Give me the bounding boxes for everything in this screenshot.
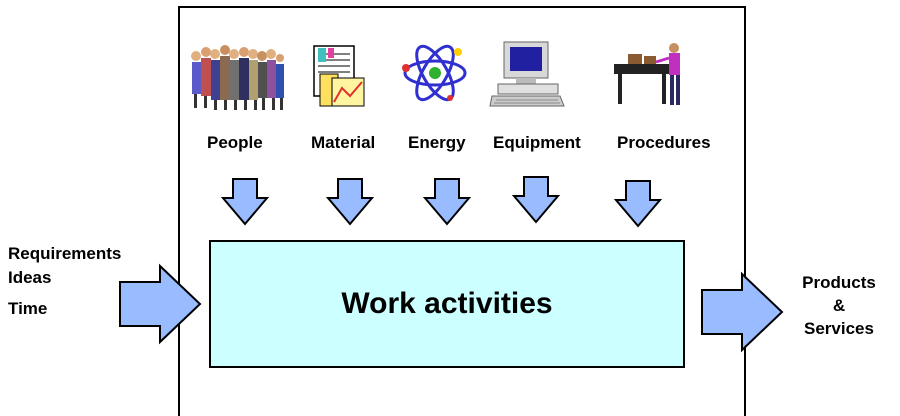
resource-label-energy: Energy (408, 133, 466, 152)
computer-equipment-icon (489, 41, 565, 107)
down-arrow-icon (325, 178, 375, 226)
resource-label-procedures: Procedures (617, 133, 711, 152)
output-label-products: Products (802, 273, 876, 292)
input-label-ideas: Ideas (8, 268, 52, 287)
input-arrow-icon (119, 263, 202, 345)
atom-energy-icon (402, 44, 467, 102)
worker-procedures-icon (614, 43, 680, 105)
down-arrow-icon (422, 178, 472, 226)
output-label-ampersand: & (832, 296, 846, 315)
work-activities-box: Work activities (209, 240, 685, 368)
down-arrow-icon (220, 178, 270, 226)
people-clipart-icon (191, 45, 284, 110)
down-arrow-icon (511, 176, 561, 224)
output-label-services: Services (804, 319, 874, 338)
input-label-requirements: Requirements (8, 244, 122, 263)
work-activities-title: Work activities (341, 287, 553, 320)
down-arrow-icon (613, 180, 663, 228)
output-arrow-icon (701, 271, 784, 353)
resource-label-people: People (207, 133, 263, 152)
material-clipart-icon (313, 45, 365, 107)
resource-label-equipment: Equipment (493, 133, 581, 152)
process-frame (178, 6, 746, 416)
output-labels: Products & Services (784, 271, 894, 340)
resource-label-material: Material (311, 133, 376, 152)
input-label-time: Time (8, 299, 48, 318)
